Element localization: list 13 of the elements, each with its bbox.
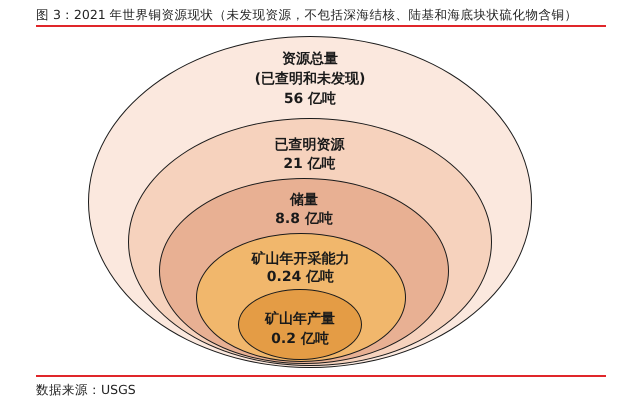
- figure-title: 图 3：2021 年世界铜资源现状（未发现资源，不包括深海结核、陆基和海底块状硫化物含铜）: [36, 6, 578, 24]
- level-amount: 8.8 亿吨: [275, 210, 333, 228]
- level-title: 储量: [290, 190, 318, 210]
- level-amount: 0.24 亿吨: [266, 268, 334, 286]
- level-note: (已查明和未发现): [254, 70, 366, 88]
- source-note: 数据来源：USGS: [36, 381, 136, 399]
- level-title: 矿山年产量: [265, 310, 335, 328]
- level-title: 已查明资源: [274, 136, 344, 155]
- level-title: 资源总量: [282, 50, 338, 68]
- level-title: 矿山年开采能力: [252, 250, 350, 268]
- level-amount: 56 亿吨: [284, 90, 336, 108]
- level-amount: 0.2 亿吨: [271, 330, 329, 348]
- level-amount: 21 亿吨: [283, 155, 336, 174]
